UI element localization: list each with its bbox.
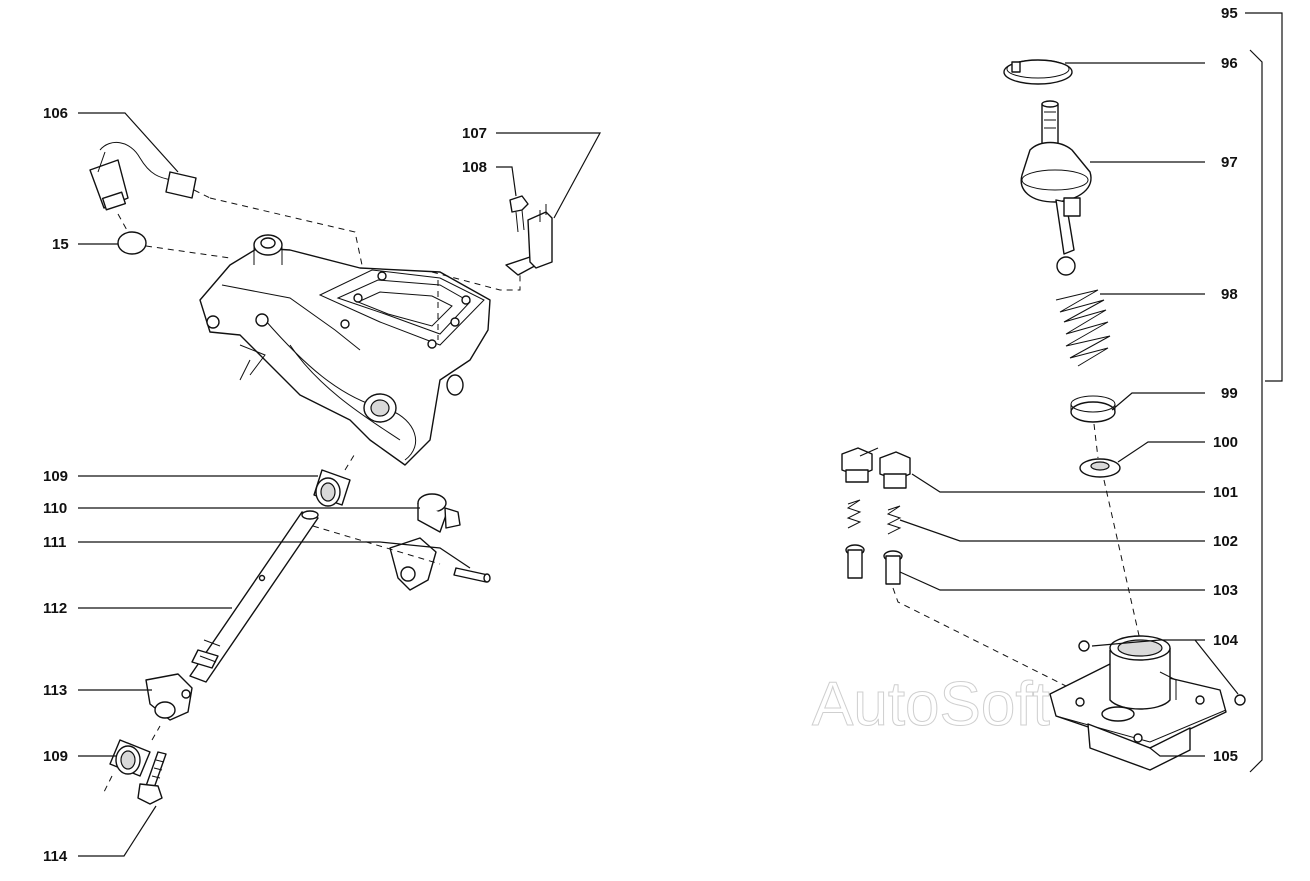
- shift-housing: [1049, 635, 1227, 771]
- detent-springs: [846, 499, 902, 535]
- callout-110: 110: [43, 500, 67, 517]
- callout-111: 111: [43, 534, 66, 551]
- roll-pin: [453, 567, 491, 583]
- clamp-ring: [1003, 59, 1073, 85]
- needle-bushing-lower: [109, 739, 151, 777]
- bracket: [505, 204, 553, 276]
- watermark-text: AutoSoft: [812, 670, 1050, 739]
- callout-106: 106: [43, 105, 68, 122]
- detent-plungers: [845, 544, 903, 585]
- shift-finger: [389, 493, 461, 591]
- callout-113: 113: [43, 682, 67, 699]
- selector-shaft: [189, 510, 319, 683]
- callout-101: 101: [1213, 484, 1238, 501]
- callout-109-upper: 109: [43, 468, 68, 485]
- reverse-light-switch: [89, 142, 197, 211]
- callout-97: 97: [1221, 154, 1238, 171]
- clamp-bolt: [137, 751, 167, 805]
- callout-104: 104: [1213, 632, 1239, 649]
- needle-bushing-upper: [313, 469, 351, 507]
- gear-lever: [1020, 100, 1092, 276]
- callout-105: 105: [1213, 748, 1238, 765]
- fixing-screws: [1078, 640, 1246, 706]
- callout-96: 96: [1221, 55, 1238, 72]
- bracket-bolt: [509, 195, 529, 233]
- callout-15: 15: [52, 236, 69, 253]
- o-ring: [117, 231, 147, 255]
- gearbox-housing: [199, 234, 491, 466]
- split-bushing: [1070, 395, 1116, 423]
- callout-labels: 95 96 97 98 99 100 101 102 103 104 105 1…: [43, 5, 1239, 865]
- clamp-yoke: [145, 673, 193, 721]
- callout-112: 112: [43, 600, 67, 617]
- leader-lines: [78, 12, 1283, 857]
- callout-108: 108: [462, 159, 487, 176]
- callout-95: 95: [1221, 5, 1238, 22]
- plug-screws: [841, 447, 911, 489]
- callout-103: 103: [1213, 582, 1238, 599]
- callout-102: 102: [1213, 533, 1238, 550]
- callout-107: 107: [462, 125, 487, 142]
- callout-99: 99: [1221, 385, 1238, 402]
- callout-98: 98: [1221, 286, 1238, 303]
- seal-washer: [1079, 458, 1121, 478]
- coil-spring: [1055, 289, 1111, 367]
- callout-114: 114: [43, 848, 68, 865]
- callout-109-lower: 109: [43, 748, 68, 765]
- callout-100: 100: [1213, 434, 1238, 451]
